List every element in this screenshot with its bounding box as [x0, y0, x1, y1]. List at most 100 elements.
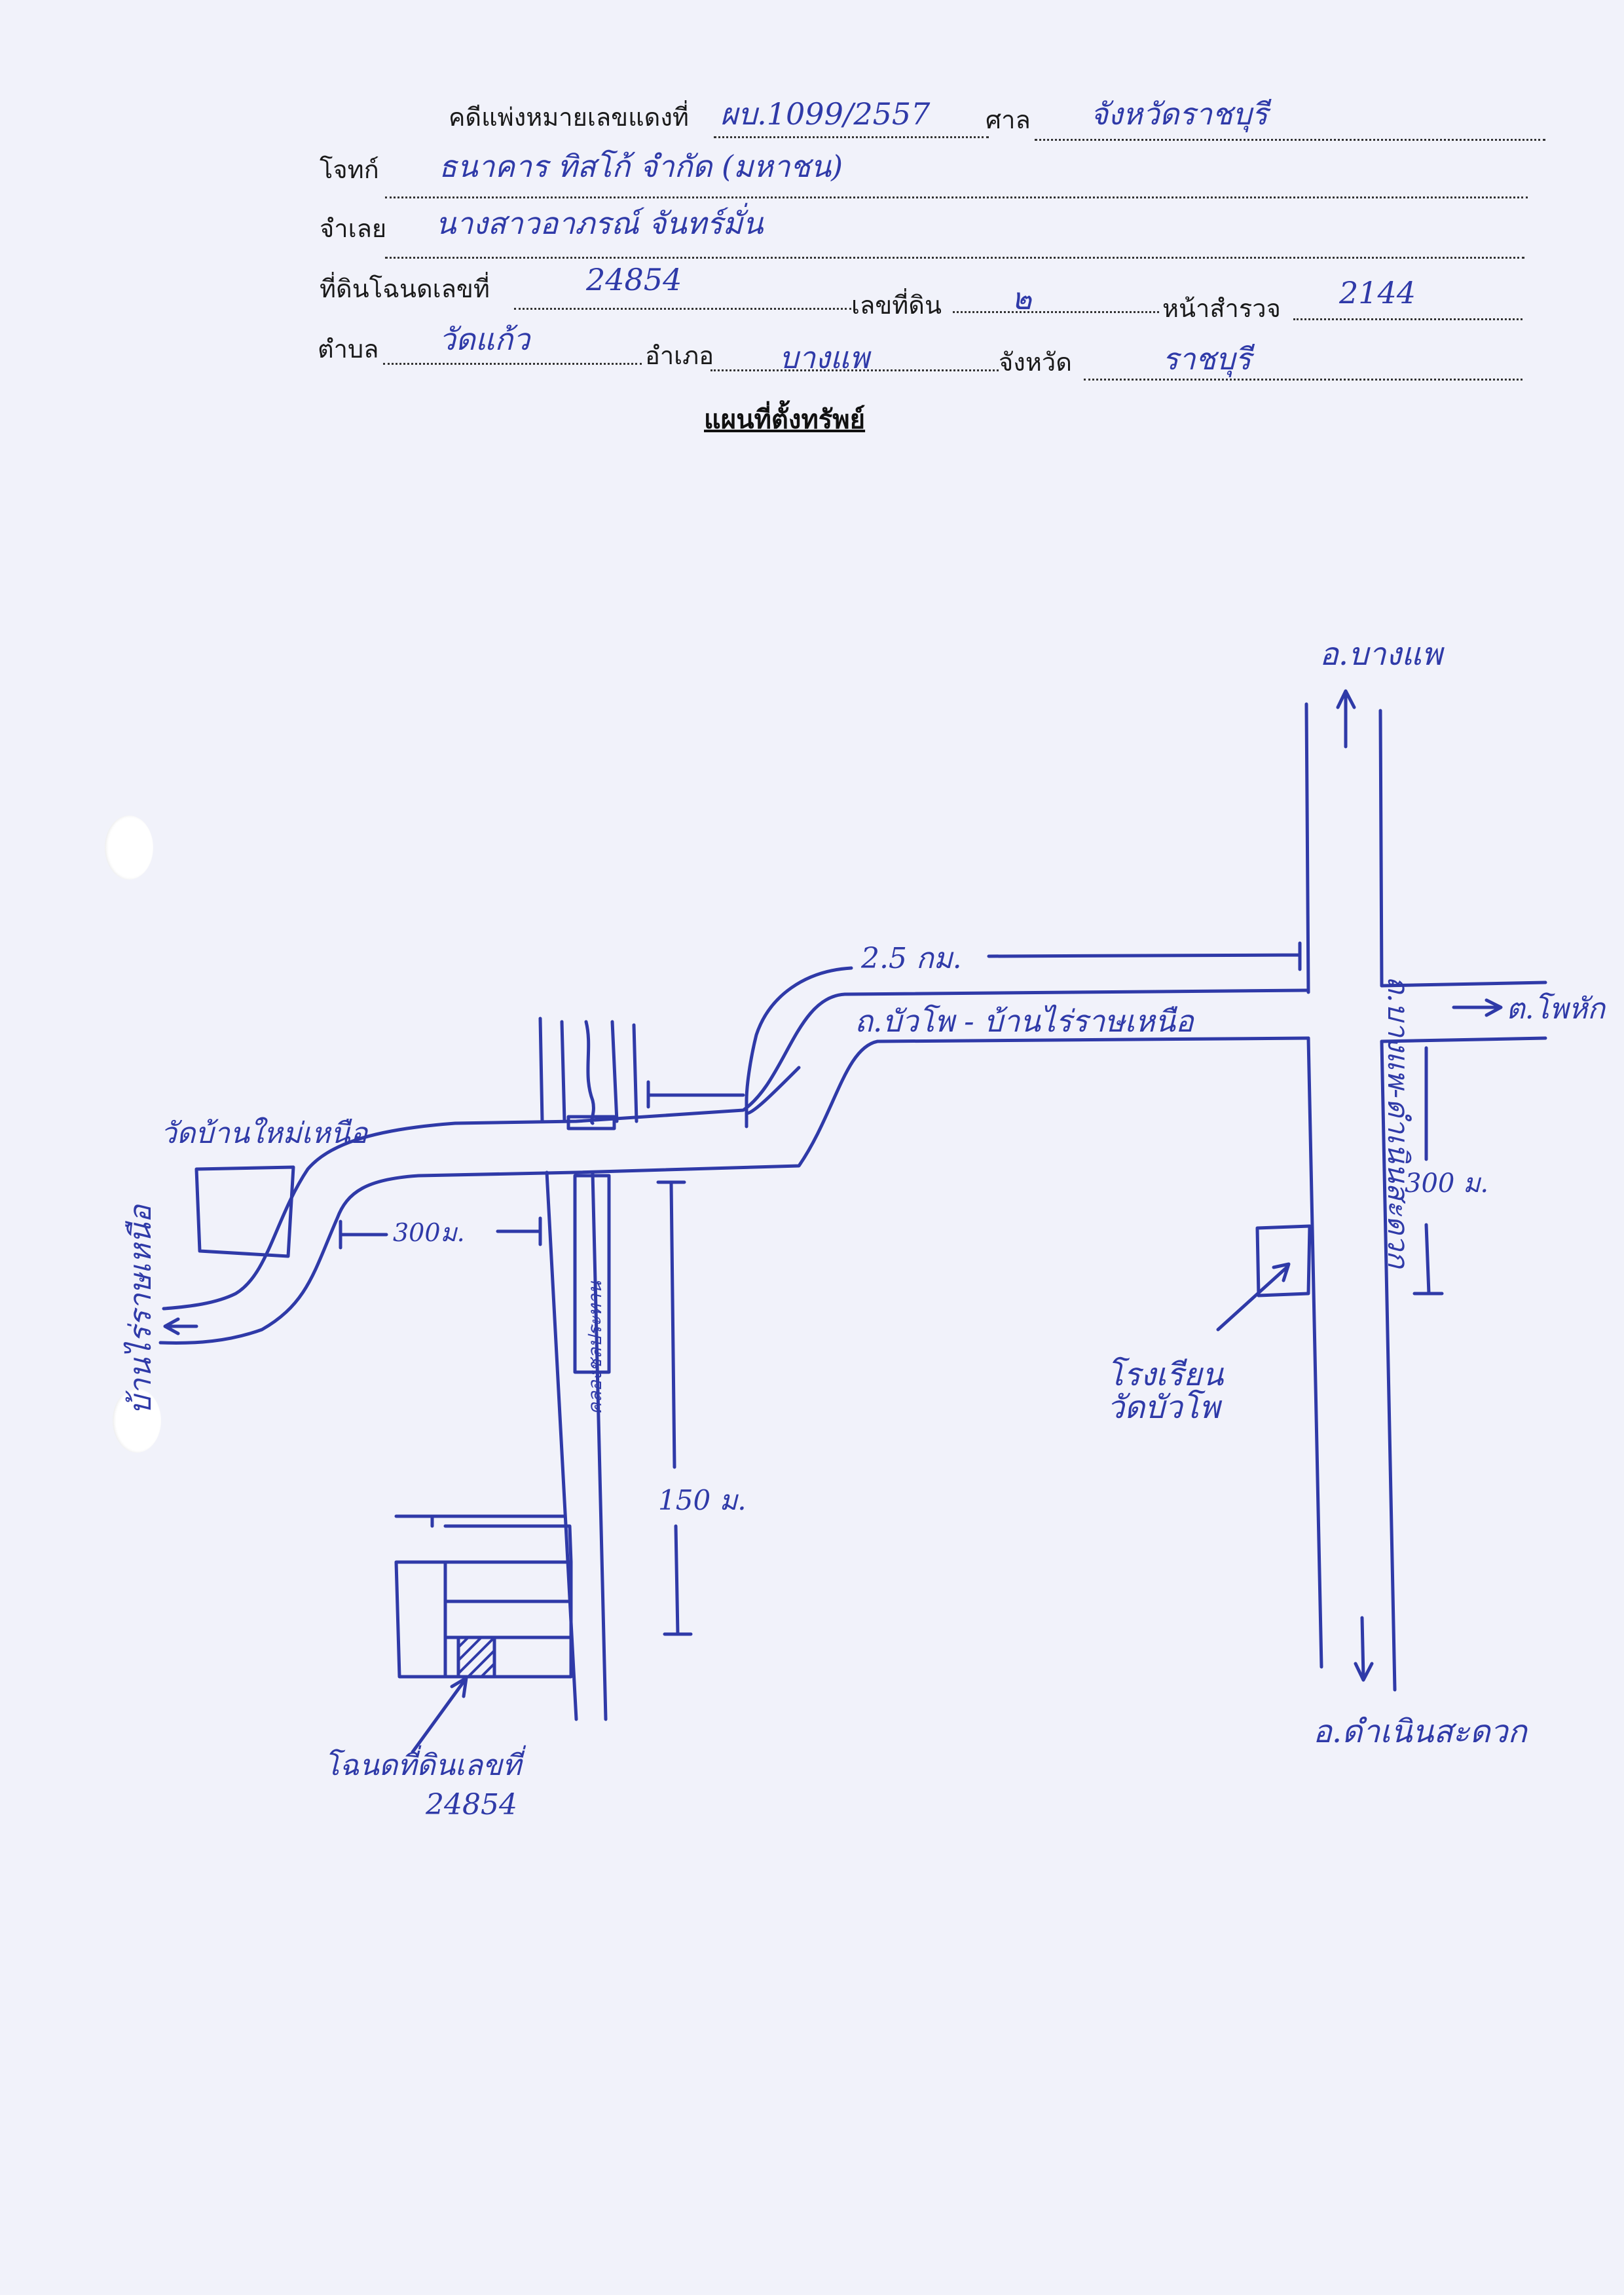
- plot-building-1: [443, 1524, 573, 1564]
- court-value: จังหวัดราชบุรี: [1090, 96, 1268, 132]
- plot-building-4: [443, 1635, 573, 1679]
- south-arrow-head: [1354, 1662, 1374, 1682]
- plot-building-3: [443, 1599, 573, 1639]
- canal-strip: [573, 1174, 611, 1374]
- court-row: ศาล: [986, 100, 1031, 140]
- school-label-line2: วัดบัวโพ: [1107, 1389, 1222, 1426]
- survey-label: หน้าสำรวจ: [1162, 294, 1281, 323]
- dim-2-5km-line: [745, 1066, 801, 1129]
- map-title: แผนที่ตั้งทรัพย์: [704, 405, 866, 435]
- defendant-label: จำเลย: [320, 214, 387, 243]
- land-no-dotline: [953, 311, 1159, 313]
- plot-label: โฉนดที่ดินเลขที่: [324, 1745, 526, 1782]
- province-row: จังหวัด: [999, 342, 1072, 382]
- punch-hole-top: [105, 815, 153, 880]
- school-pointer: [1216, 1265, 1289, 1332]
- land-no-row: เลขที่ดิน: [851, 285, 942, 325]
- province-value: ราชบุรี: [1162, 341, 1251, 377]
- court-dotline: [1035, 139, 1545, 141]
- north-arrow-head: [1336, 689, 1356, 709]
- subdistrict-label: ตำบล: [318, 335, 379, 364]
- dim-300e-line: [1412, 1046, 1444, 1296]
- lane-east-edge: [591, 1170, 608, 1721]
- land-no-label: เลขที่ดิน: [851, 291, 942, 320]
- canal-north-edge-3: [610, 1020, 619, 1123]
- district-value: บางแพ: [779, 340, 870, 375]
- south-arrow-shaft: [1360, 1616, 1365, 1679]
- subdistrict-dotline: [383, 363, 642, 365]
- canal-north-edge-2: [560, 1020, 566, 1123]
- cross-road-south-edge: [158, 1036, 1310, 1345]
- north-destination: อ.บางแพ: [1320, 636, 1445, 673]
- plaintiff-value: ธนาคาร ทิสโก้ จำกัด (มหาชน): [439, 149, 843, 184]
- defendant-value: นางสาวอาภรณ์ จันทร์มั่น: [435, 206, 764, 241]
- south-destination: อ.ดำเนินสะดวก: [1313, 1713, 1528, 1750]
- target-plot-hatch: [457, 1636, 496, 1678]
- east-arrow-head: [1485, 998, 1503, 1017]
- dim-150-line: [656, 1180, 693, 1636]
- distance-150m: 150 ม.: [658, 1484, 747, 1516]
- land-no-value: ๒: [1012, 281, 1032, 316]
- east-road-north-edge: [1380, 980, 1547, 988]
- canal-north-edge-4: [632, 1023, 638, 1123]
- main-road-west-edge-north: [1304, 702, 1310, 994]
- case-row: คดีแพ่งหมายเลขแดงที่: [449, 97, 689, 137]
- deed-dotline: [514, 308, 851, 310]
- canal-label: คลองชลประทาน: [584, 1280, 606, 1415]
- dim-2-5km-stub: [646, 1080, 745, 1109]
- plot-number: 24854: [425, 1788, 517, 1821]
- province-dotline: [1084, 379, 1522, 381]
- deed-row: ที่ดินโฉนดเลขที่: [320, 269, 490, 308]
- canal-squiggle: [584, 1020, 595, 1125]
- main-road-label: ถ.บางแพ-ดำเนินสะดวก: [1381, 976, 1414, 1269]
- canal-north-edge-1: [538, 1017, 544, 1123]
- plot-building-outer: [394, 1560, 447, 1679]
- temple-building: [194, 1165, 295, 1258]
- defendant-dotline: [385, 257, 1524, 259]
- case-dotline: [714, 136, 989, 138]
- main-road-east-edge-south: [1380, 1039, 1397, 1692]
- plot-pointer-head: [450, 1676, 468, 1698]
- school-pointer-head: [1272, 1262, 1291, 1282]
- province-label: จังหวัด: [999, 348, 1072, 377]
- deed-label: ที่ดินโฉนดเลขที่: [320, 274, 490, 303]
- plaintiff-dotline: [385, 196, 1528, 198]
- dim-2-5km-curve: [745, 966, 853, 1102]
- canal-box: [566, 1115, 616, 1130]
- survey-row: หน้าสำรวจ: [1162, 288, 1281, 328]
- cross-road-north-edge: [162, 988, 1308, 1311]
- survey-value: 2144: [1339, 275, 1416, 310]
- court-label: ศาล: [986, 105, 1031, 134]
- main-road-west-edge-south: [1306, 1036, 1323, 1669]
- survey-dotline: [1293, 318, 1522, 320]
- dim-300w-line: [339, 1216, 542, 1250]
- school-building: [1255, 1224, 1312, 1297]
- east-destination: ต.โพหัก: [1506, 992, 1606, 1026]
- punch-hole-bottom: [113, 1389, 161, 1453]
- deed-value: 24854: [586, 262, 682, 297]
- plaintiff-label: โจทก์: [320, 155, 379, 184]
- defendant-row: จำเลย: [320, 208, 386, 248]
- district-label: อำเภอ: [645, 341, 714, 370]
- cross-road-label: ถ.บัวโพ - บ้านไร่ราษเหนือ: [855, 1003, 1195, 1039]
- school-label-line1: โรงเรียน: [1107, 1356, 1224, 1393]
- main-road-east-edge-north: [1378, 709, 1384, 988]
- district-row: อำเภอ: [645, 335, 714, 375]
- subdistrict-row: ตำบล: [318, 329, 378, 369]
- distance-2-5km: 2.5 กม.: [860, 942, 962, 975]
- temple-label: วัดบ้านใหม่เหนือ: [160, 1117, 369, 1150]
- dim-2-5km-right: [987, 941, 1302, 971]
- plaintiff-row: โจทก์: [320, 149, 379, 189]
- plot-pointer: [411, 1678, 467, 1754]
- case-value: ผบ.1099/2557: [720, 96, 931, 132]
- subdistrict-value: วัดแก้ว: [439, 322, 530, 357]
- east-road-south-edge: [1380, 1036, 1547, 1043]
- west-arrow-head: [163, 1317, 180, 1335]
- district-dotline: [710, 369, 999, 371]
- case-label: คดีแพ่งหมายเลขแดงที่: [449, 103, 689, 132]
- distance-300m-east: 300 ม.: [1405, 1168, 1488, 1199]
- west-destination: บ้านไร่ราษเหนือ: [122, 1203, 158, 1415]
- plot-building-2: [443, 1560, 573, 1603]
- distance-300m-west: 300ม.: [393, 1218, 465, 1247]
